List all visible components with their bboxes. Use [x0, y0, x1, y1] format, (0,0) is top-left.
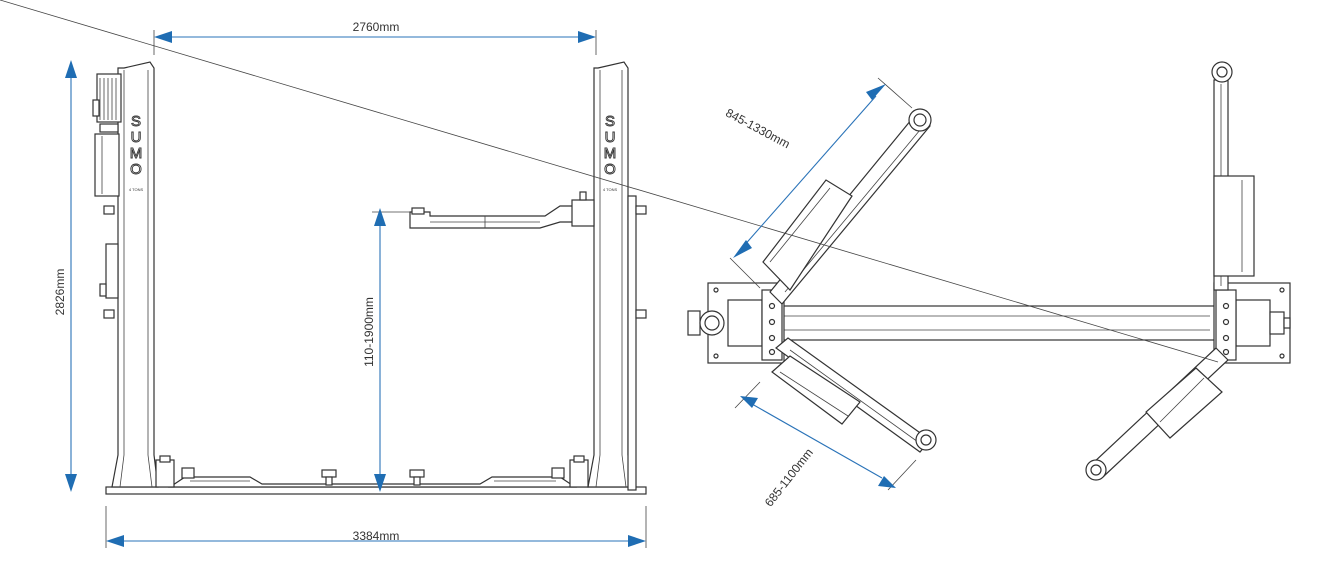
svg-text:O: O	[604, 161, 616, 178]
svg-text:O: O	[130, 161, 142, 178]
dimension-top-width: 2760mm	[153, 20, 597, 55]
left-short-arm	[771, 337, 937, 453]
svg-text:2826mm: 2826mm	[53, 269, 67, 316]
base-plate	[105, 486, 647, 495]
svg-text:845-1330mm: 845-1330mm	[723, 106, 792, 152]
plan-view: 845-1330mm 685-1100mm	[0, 0, 1291, 510]
right-lower-arm	[0, 0, 1229, 481]
right-brand-label: S U M O 4 TONS	[603, 113, 618, 192]
svg-text:S: S	[605, 113, 615, 130]
right-upper-arm	[1211, 61, 1255, 291]
plan-beam	[759, 305, 1221, 341]
power-unit	[92, 73, 122, 197]
svg-text:4 TONS: 4 TONS	[603, 187, 618, 192]
svg-text:110-1900mm: 110-1900mm	[362, 297, 376, 367]
svg-text:S: S	[131, 113, 141, 130]
svg-text:3384mm: 3384mm	[353, 529, 400, 543]
svg-text:U: U	[131, 129, 142, 146]
floor-plate	[168, 476, 577, 488]
svg-text:U: U	[605, 129, 616, 146]
svg-text:M: M	[130, 145, 143, 162]
raised-arm	[409, 191, 595, 229]
svg-text:685-1100mm: 685-1100mm	[762, 446, 816, 510]
dimension-lift-height: 110-1900mm	[362, 208, 410, 492]
svg-text:4 TONS: 4 TONS	[129, 187, 144, 192]
lowered-arms	[155, 455, 589, 488]
dimension-height: 2826mm	[53, 60, 77, 492]
left-long-arm	[762, 108, 932, 305]
front-elevation: S U M O 4 TONS S U M O 4 TONS	[53, 20, 647, 548]
svg-text:2760mm: 2760mm	[353, 20, 400, 34]
dimension-base-width: 3384mm	[105, 506, 647, 548]
svg-text:M: M	[604, 145, 617, 162]
left-brand-label: S U M O 4 TONS	[129, 113, 144, 192]
